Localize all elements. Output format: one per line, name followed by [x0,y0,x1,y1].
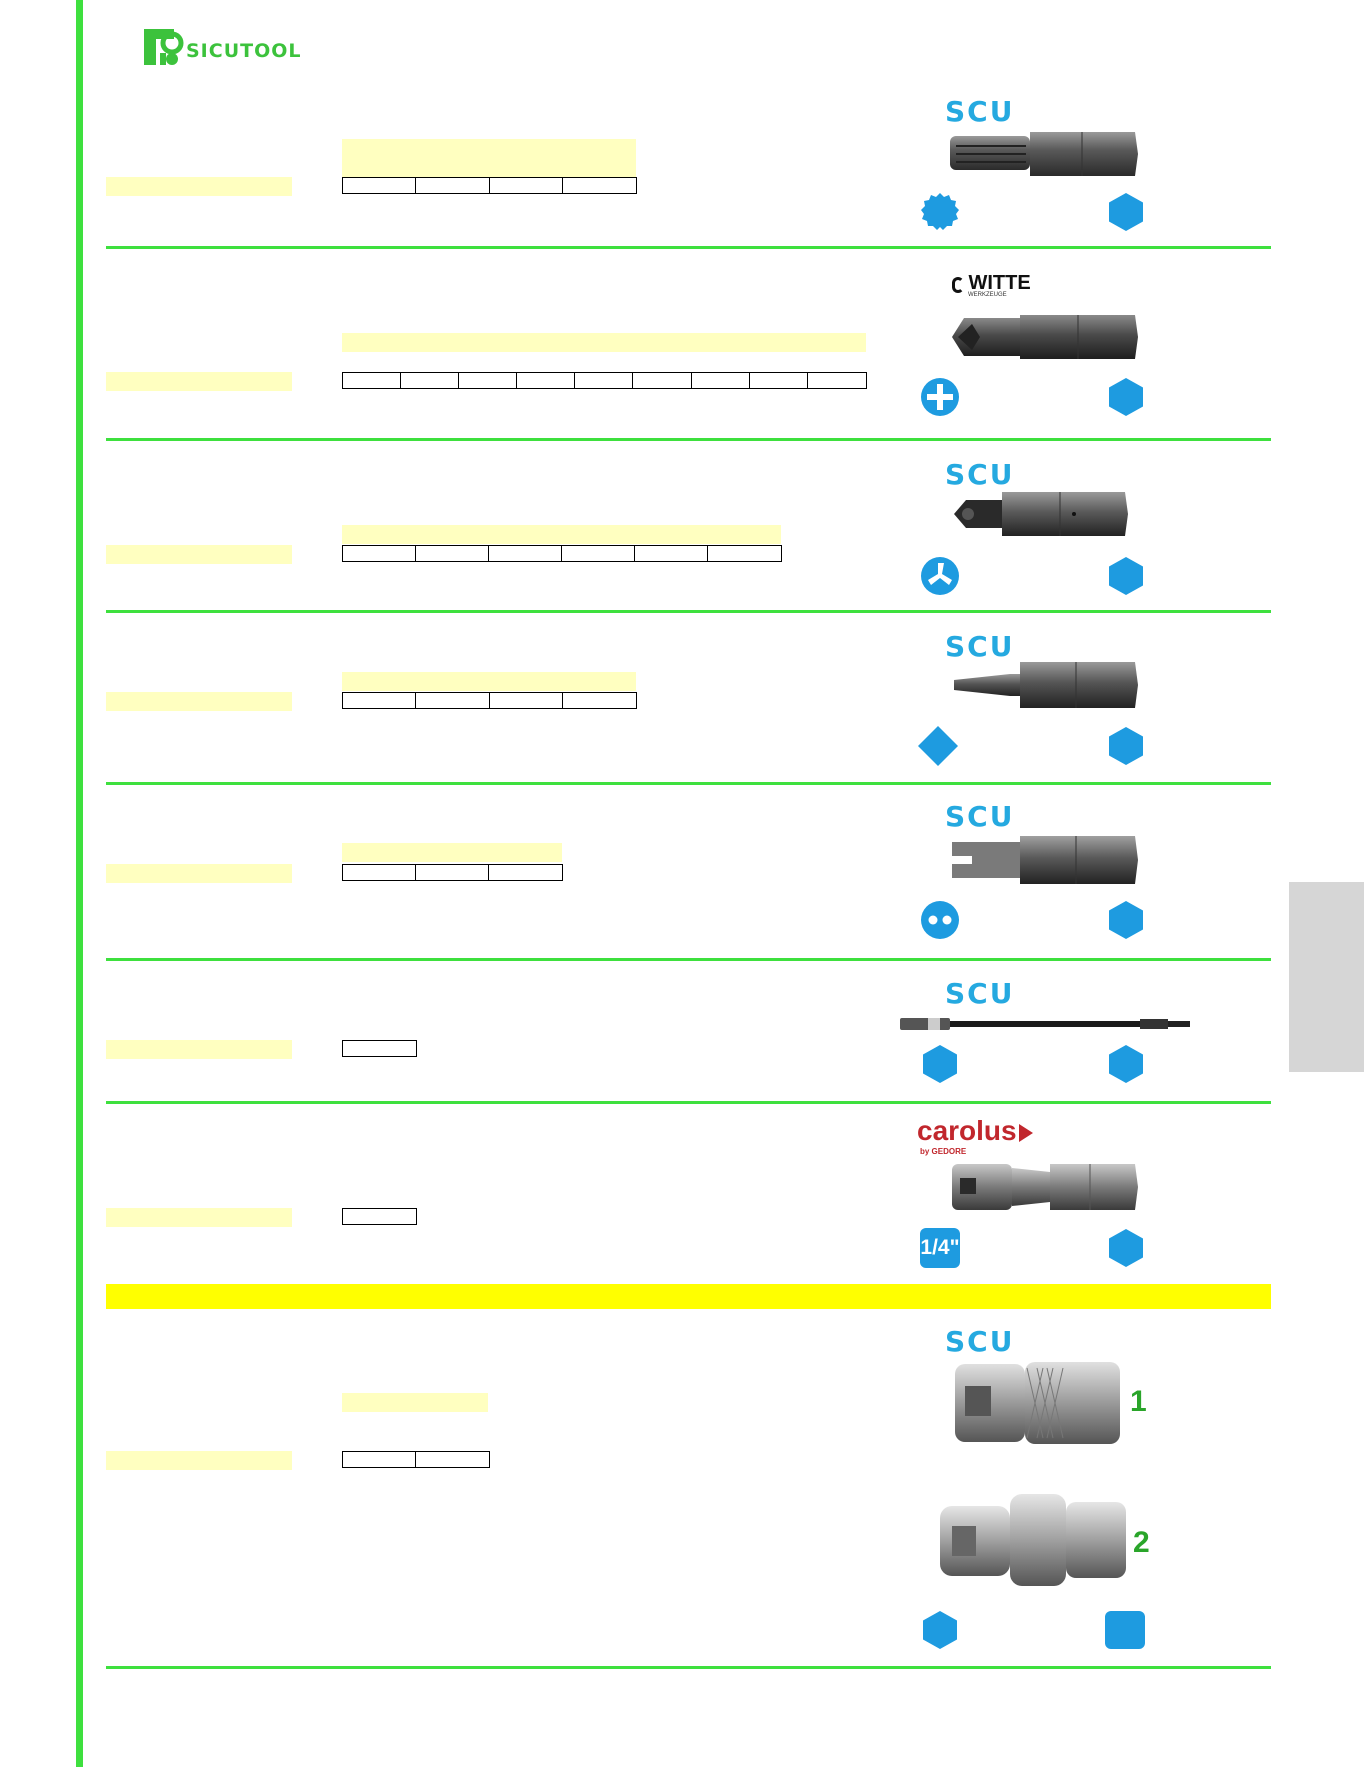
size-grid [342,864,563,881]
section-divider [106,782,1271,785]
size-grid [342,1208,417,1225]
scu-logo: SCU [945,977,1015,1010]
size-grid [342,692,637,709]
section-divider [106,610,1271,613]
bit-holder-adapter-1-image [955,1362,1120,1444]
carolus-logo: carolus [917,1115,1033,1147]
witte-brand-sub: WERKZEUGE [968,292,1007,298]
item-number-1: 1 [1130,1385,1147,1418]
code-label [106,372,292,391]
square-icon [918,726,958,766]
side-tab [1289,882,1364,1072]
sicutool-logo-mark [144,29,184,65]
hex-icon [1109,727,1143,765]
witte-mark-icon [952,276,964,293]
witte-brand: WITTE [968,272,1031,294]
tri-wing-icon [921,557,959,595]
code-label [106,177,292,196]
code-label [106,1208,292,1227]
scu-logo: SCU [945,630,1015,663]
carolus-arrow-icon [1018,1123,1033,1142]
bit-holder-adapter-2-image [940,1494,1126,1586]
item-number-2: 2 [1133,1526,1150,1559]
hex-icon [1109,1229,1143,1267]
hex-icon [923,1611,957,1649]
spanner-bit-image [952,836,1138,884]
hex-icon [923,1045,957,1083]
section-divider [106,1101,1271,1104]
carolus-brand: carolus [917,1115,1017,1146]
header-band [342,1393,488,1412]
code-label [106,692,292,711]
scu-logo: SCU [945,95,1015,128]
square-drive-icon [1105,1611,1145,1649]
drive-size-label: 1/4" [920,1236,960,1259]
size-grid [342,1040,417,1057]
header-band [342,843,562,862]
tri-wing-bit-image [952,315,1138,359]
size-grid [342,1451,490,1468]
section-divider [106,1666,1271,1669]
scu-logo: SCU [945,1325,1015,1358]
section-band [106,1284,1271,1309]
page-edge-bar [76,0,83,1767]
header-band [342,139,636,177]
witte-logo: WITTE [952,272,1031,295]
hex-icon [1109,557,1143,595]
code-label [106,545,292,564]
scu-logo: SCU [945,458,1015,491]
sicutool-wordmark: SICUTOOL [186,40,302,62]
section-divider [106,438,1271,441]
code-label [106,1451,292,1470]
quarter-inch-icon: 1/4" [920,1228,960,1268]
xzn-bit-image [950,132,1138,176]
spline-icon [921,193,959,230]
phillips-icon [921,378,959,416]
size-grid [342,177,637,194]
code-label [106,1040,292,1059]
header-band [342,333,866,352]
hex-icon [1109,193,1143,231]
hex-icon [1109,1045,1143,1083]
sicutool-logo [142,27,332,75]
header-band [342,672,636,691]
carolus-brand-sub: by GEDORE [920,1147,967,1156]
size-grid [342,372,867,389]
size-grid [342,545,782,562]
scu-logo: SCU [945,800,1015,833]
section-divider [106,958,1271,961]
hex-icon [1109,901,1143,939]
section-divider [106,246,1271,249]
spanner-icon [921,901,959,939]
socket-adapter-image [952,1164,1138,1210]
hex-icon [1109,378,1143,416]
square-bit-image [954,662,1138,708]
flexible-extension-image [900,1018,1190,1030]
tri-wing-tamper-bit-image [954,492,1128,536]
header-band [342,525,781,544]
code-label [106,864,292,883]
